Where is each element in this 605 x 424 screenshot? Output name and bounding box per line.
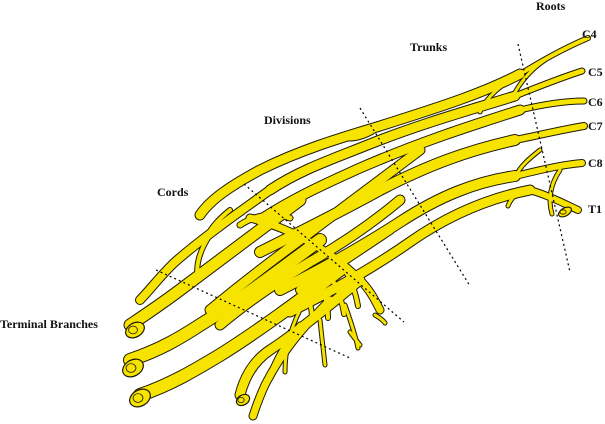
nerve-cord-crossing [246, 214, 384, 314]
root-label-t1: T1 [588, 202, 603, 216]
nerve-root-c4 [518, 36, 590, 76]
nerve-cord-lateral [124, 194, 306, 331]
nerve-ribs-4 [303, 288, 314, 320]
nerve-root-c6 [517, 98, 587, 113]
nerve-branch-ulnar [267, 322, 303, 381]
root-label-c6: C6 [588, 95, 603, 109]
nerve-branch-radial [249, 296, 334, 420]
nerve-root-t1 [527, 187, 581, 213]
divider-divisions [243, 183, 405, 323]
nerve-cut-inner-end-medial [132, 393, 144, 403]
nerve-branch-small-2 [343, 303, 360, 350]
label-terminal-branches: Terminal Branches [0, 317, 98, 331]
nerve-trunk-upper [195, 69, 525, 220]
label-divisions: Divisions [264, 113, 311, 127]
nerve-division-2 [215, 195, 405, 330]
nerve-cut-inner-end-lateral [128, 325, 138, 335]
nerve-stub-1 [373, 313, 387, 325]
nerve-cut-end-medial [129, 388, 151, 408]
divider-roots [517, 43, 571, 273]
nerve-trunk-lower-b [285, 185, 535, 317]
nerve-suprascapular [343, 124, 382, 141]
divider-cords [155, 269, 351, 359]
label-roots: Roots [536, 0, 566, 13]
nerve-bundle [123, 35, 591, 421]
nerve-trunk-upper-a [265, 91, 520, 195]
nerve-cut-inner-end-t1 [559, 209, 567, 215]
nerve-branch-small-3 [283, 308, 302, 374]
nerve-root-c7 [512, 123, 587, 143]
nerve-root-branch-3 [548, 168, 562, 216]
nerve-ribs-1 [318, 278, 330, 320]
nerve-root-c8 [512, 160, 585, 179]
nerve-lateral-pectoral [204, 208, 232, 240]
nerve-cut-inner-end-extra [237, 396, 245, 404]
nerve-cord-lateral-b [136, 186, 274, 304]
nerve-cut-end-lateral [125, 321, 145, 339]
label-cords: Cords [157, 185, 189, 199]
section-dividers [155, 43, 571, 359]
root-label-c4: C4 [582, 27, 597, 41]
nerve-stub-2 [348, 330, 362, 347]
nerve-branch-small-1 [318, 318, 327, 367]
label-trunks: Trunks [410, 40, 448, 54]
nerve-dorsal-branch [478, 78, 512, 114]
nerve-cut-inner-end-posterior [125, 363, 137, 373]
root-label-c5: C5 [588, 65, 603, 79]
root-label-c8: C8 [588, 156, 603, 170]
nerve-cut-end-posterior [122, 358, 144, 378]
nerve-division-3 [296, 226, 394, 294]
terminal-nerve-ends [122, 206, 572, 408]
nerve-ribs-2 [328, 273, 346, 316]
nerve-trunk-lower [275, 171, 520, 295]
nerve-cord-extra [235, 275, 365, 400]
nerve-root-c5 [512, 68, 585, 99]
nerve-cord-posterior [124, 234, 326, 366]
root-label-c7: C7 [588, 119, 603, 133]
